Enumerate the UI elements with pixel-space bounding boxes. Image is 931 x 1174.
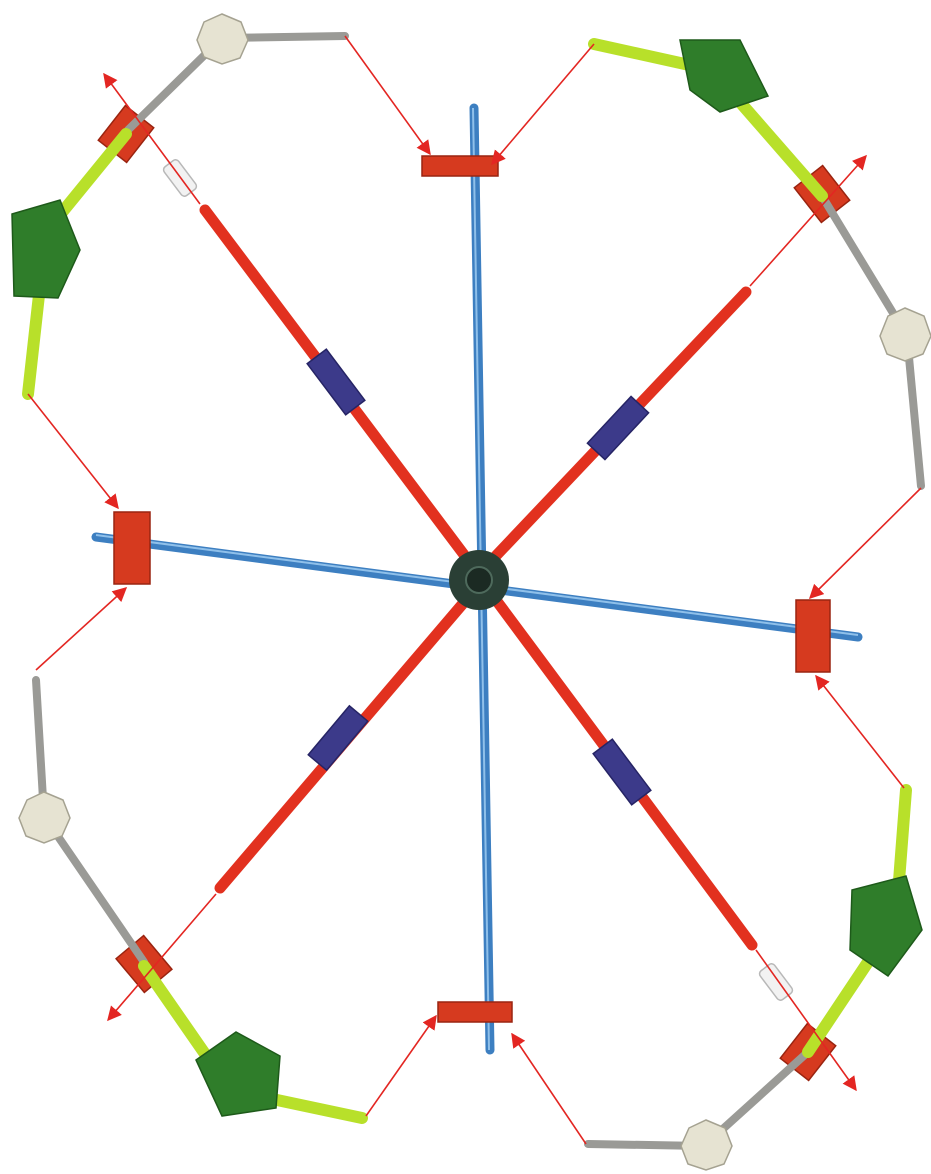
- green-connector-bottom-left: [196, 1032, 280, 1116]
- hub-connector: [449, 550, 509, 610]
- gray-connector-bottom: [681, 1120, 732, 1170]
- purple-coupler-lower-right: [593, 739, 651, 805]
- red-connector-left: [114, 512, 150, 584]
- gray-connector-left: [19, 792, 70, 843]
- purple-coupler-lower-left: [308, 706, 368, 770]
- gray-connector-top-left: [197, 14, 248, 64]
- arrow-lower-left-to-left-connector: [36, 588, 126, 670]
- arrow-top-left-to-top-connector: [345, 36, 430, 154]
- arrow-lower-right-to-right-connector: [816, 676, 904, 788]
- arrow-bottom-right-to-bottom-connector: [512, 1034, 586, 1144]
- purple-coupler-upper-right: [587, 396, 648, 459]
- hub-connector-core: [466, 567, 492, 593]
- red-connector-bottom: [438, 1002, 512, 1022]
- arrow-top-right-to-top-connector: [492, 44, 594, 164]
- purple-coupler-upper-left: [307, 349, 365, 415]
- green-connector-right: [850, 876, 922, 976]
- arrow-bottom-left-to-bottom-connector: [366, 1016, 436, 1116]
- gray-connector-right: [880, 308, 931, 361]
- red-connector-right: [796, 600, 830, 672]
- arrow-right-to-right-connector: [810, 488, 921, 598]
- green-connector-left: [12, 200, 80, 298]
- green-connector-top-right: [680, 40, 768, 112]
- red-connector-top: [422, 156, 498, 176]
- arrow-left-to-left-connector: [28, 394, 118, 508]
